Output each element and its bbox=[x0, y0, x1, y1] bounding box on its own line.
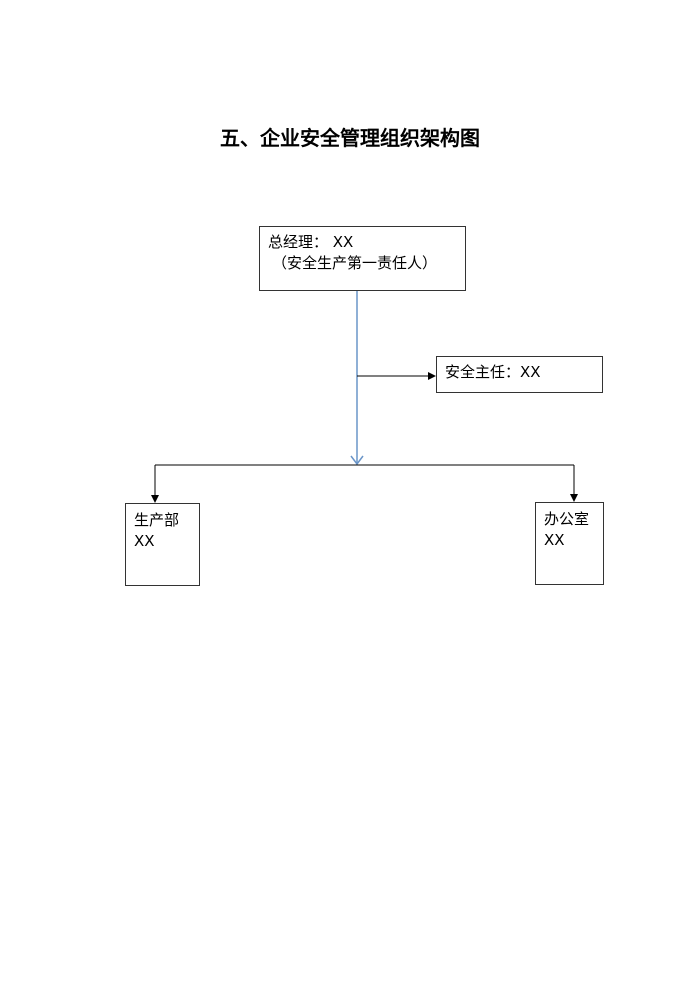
node-production-dept: 生产部 XX bbox=[125, 503, 200, 586]
node-office: 办公室 XX bbox=[535, 502, 604, 585]
main-arrowhead-icon bbox=[350, 455, 364, 466]
node-general-manager: 总经理： XX （安全生产第一责任人） bbox=[259, 226, 466, 291]
safety-title: 安全主任：XX bbox=[445, 363, 541, 381]
office-title: 办公室 bbox=[544, 510, 590, 528]
gm-title: 总经理： XX bbox=[268, 233, 354, 251]
node-safety-director: 安全主任：XX bbox=[436, 356, 603, 393]
office-head: XX bbox=[544, 531, 565, 549]
page-title: 五、企业安全管理组织架构图 bbox=[220, 126, 480, 150]
production-head: XX bbox=[134, 532, 155, 550]
production-title: 生产部 bbox=[134, 511, 180, 529]
gm-role: （安全生产第一责任人） bbox=[272, 254, 438, 272]
